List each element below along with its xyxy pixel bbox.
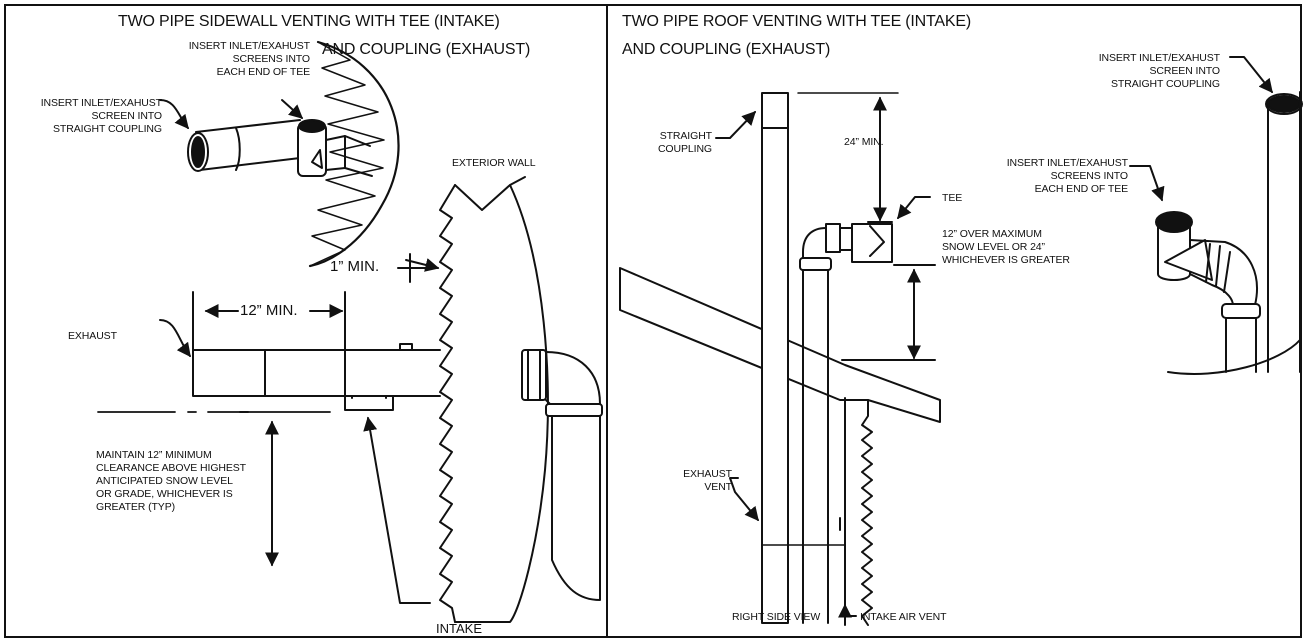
note-line: SCREEN INTO [1149, 65, 1221, 77]
note-line: CLEARANCE ABOVE HIGHEST [96, 462, 246, 474]
sidewall-intake-elbow [521, 349, 603, 601]
note-line: EACH END OF TEE [1034, 183, 1129, 195]
note-line: INSERT INLET/EXAHUST [188, 40, 310, 52]
intake-label: INTAKE [436, 621, 482, 636]
right-side-view-label: RIGHT SIDE VIEW [732, 611, 821, 623]
note-line: SCREENS INTO [232, 53, 310, 65]
intake-air-vent-label: INTAKE AIR VENT [860, 611, 947, 623]
note-line: ANTICIPATED SNOW LEVEL [96, 475, 233, 487]
note-line: EACH END OF TEE [216, 66, 311, 78]
note-line: SCREEN INTO [91, 110, 163, 122]
roof-intake-pipe [799, 223, 893, 624]
left-title-line2: AND COUPLING (EXHAUST) [322, 41, 531, 58]
note-line: GREATER (TYP) [96, 501, 176, 513]
note-line: STRAIGHT COUPLING [1111, 78, 1220, 90]
left-note-tee: INSERT INLET/EXAHUST SCREENS INTO EACH E… [178, 40, 310, 79]
left-note-coupling: INSERT INLET/EXAHUST SCREEN INTO STRAIGH… [18, 97, 162, 136]
note-line: COUPLING [657, 143, 712, 155]
exterior-wall [439, 184, 549, 623]
left-title-line1: TWO PIPE SIDEWALL VENTING WITH TEE (INTA… [118, 13, 500, 30]
note-line: INSERT INLET/EXAHUST [1006, 157, 1128, 169]
note-line: MAINTAIN 12” MINIMUM [96, 449, 212, 461]
roof-slab [619, 267, 941, 626]
exhaust-label: EXHAUST [68, 330, 117, 342]
note-line: STRAIGHT [659, 130, 712, 142]
right-title-line1: TWO PIPE ROOF VENTING WITH TEE (INTAKE) [622, 13, 971, 30]
note-line: WHICHEVER IS GREATER [942, 254, 1070, 266]
note-line: 12” OVER MAXIMUM [942, 228, 1042, 240]
note-line: OR GRADE, WHICHEVER IS [96, 488, 233, 500]
roof-detail-bubble [1155, 91, 1303, 375]
roof-exhaust-pipe [761, 92, 846, 624]
note-line: STRAIGHT COUPLING [53, 123, 162, 135]
snow-level-note: 12” OVER MAXIMUM SNOW LEVEL OR 24” WHICH… [942, 228, 1070, 267]
note-line: SCREENS INTO [1050, 170, 1128, 182]
note-line: INSERT INLET/EXAHUST [1098, 52, 1220, 64]
right-note-tee: INSERT INLET/EXAHUST SCREENS INTO EACH E… [982, 157, 1128, 196]
right-title-line2: AND COUPLING (EXHAUST) [622, 41, 831, 58]
straight-coupling-label: STRAIGHT COUPLING [640, 130, 712, 156]
one-inch-min-label: 1” MIN. [330, 258, 380, 275]
twenty-four-inch-min-label: 24” MIN. [844, 136, 884, 148]
sidewall-exhaust-pipe [192, 343, 441, 411]
note-line: SNOW LEVEL OR 24” [942, 241, 1045, 253]
note-line: EXHAUST [683, 468, 732, 480]
clearance-note: MAINTAIN 12” MINIMUM CLEARANCE ABOVE HIG… [96, 449, 246, 514]
exterior-wall-label: EXTERIOR WALL [452, 157, 536, 169]
panel-divider [606, 4, 608, 638]
exhaust-vent-label: EXHAUST VENT [660, 468, 732, 494]
twelve-inch-min-label: 12” MIN. [240, 302, 298, 319]
note-line: VENT [704, 481, 732, 493]
sidewall-detail-bubble [187, 40, 400, 268]
note-line: INSERT INLET/EXAHUST [40, 97, 162, 109]
tee-label: TEE [942, 192, 963, 204]
right-note-coupling: INSERT INLET/EXAHUST SCREEN INTO STRAIGH… [1080, 52, 1220, 91]
